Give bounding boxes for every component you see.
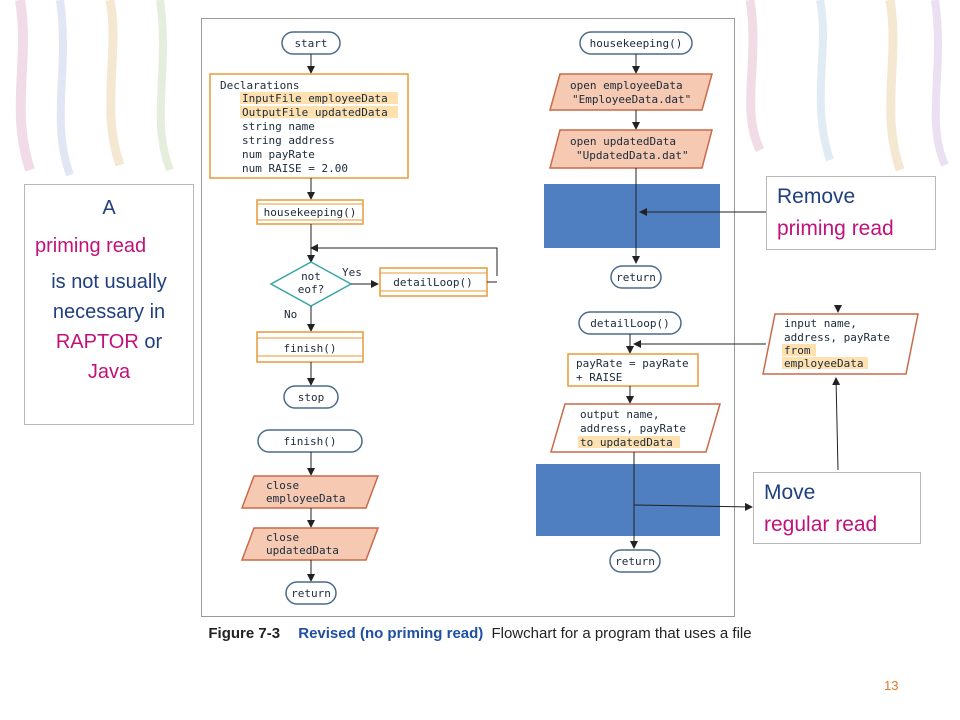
detail-module-terminal: detailLoop() [578,311,682,335]
open-employee-io: open employeeData "EmployeeData.dat" [549,73,713,111]
svg-text:start: start [294,37,327,50]
yes-label: Yes [342,266,362,279]
no-label: No [284,308,297,321]
arrow-icon [832,377,841,471]
finish-module-terminal: finish() [257,429,363,453]
svg-text:finish(): finish() [284,435,337,448]
svg-text:open employeeData: open employeeData [570,79,683,92]
remove-line2: priming read [777,217,894,240]
svg-text:payRate = payRate: payRate = payRate [576,357,689,370]
input-io: input name, address, payRate from employ… [762,313,919,375]
svg-text:updatedData: updatedData [266,544,339,557]
background-decoration [15,0,949,177]
housekeeping-call-box: housekeeping() [256,199,364,225]
priming-read-note: A priming read is not usually necessary … [24,184,194,425]
svg-text:"UpdatedData.dat": "UpdatedData.dat" [576,149,689,162]
note-rest-text: is not usually necessary in [51,271,167,323]
svg-text:return: return [615,555,655,568]
slide-number: 13 [884,678,899,693]
close-employee-io: close employeeData [240,475,380,509]
caption-number: Figure 7-3 [208,625,281,642]
finish-call-box: finish() [256,331,364,363]
svg-text:detailLoop(): detailLoop() [393,276,472,289]
svg-text:return: return [291,587,331,600]
detail-loop-call-box: detailLoop() [379,267,488,297]
arrow-icon [633,502,753,511]
move-regular-read-callout: Move regular read [753,472,921,544]
svg-text:housekeeping(): housekeeping() [264,206,357,219]
svg-text:"EmployeeData.dat": "EmployeeData.dat" [572,93,691,106]
svg-text:employeeData: employeeData [784,357,863,370]
removed-priming-read-cover [544,184,720,248]
caption-text: Flowchart for a program that uses a file [491,625,752,642]
svg-text:not: not [301,270,321,283]
svg-text:eof?: eof? [298,283,325,296]
output-io: output name, address, payRate to updated… [550,403,721,453]
finish-return-terminal: return [285,581,337,605]
svg-text:num payRate: num payRate [242,148,315,161]
stop-terminal: stop [283,385,339,409]
decision-not-eof: not eof? [269,261,353,307]
svg-text:open updatedData: open updatedData [570,135,676,148]
note-java: Java [87,361,131,383]
svg-text:Declarations: Declarations [220,79,299,92]
open-updated-io: open updatedData "UpdatedData.dat" [549,129,713,169]
note-raptor: RAPTOR [55,331,139,353]
svg-text:num RAISE = 2.00: num RAISE = 2.00 [242,162,348,175]
svg-text:detailLoop(): detailLoop() [590,317,669,330]
remove-priming-read-callout: Remove priming read [766,176,936,250]
svg-text:finish(): finish() [284,342,337,355]
housekeeping-module-terminal: housekeeping() [579,31,693,55]
svg-text:+ RAISE: + RAISE [576,371,622,384]
declarations-box: Declarations InputFile employeeData Outp… [209,73,409,179]
svg-text:InputFile employeeData: InputFile employeeData [242,92,388,105]
note-line-priming: priming read [35,235,147,257]
note-or: or [144,331,163,353]
payrate-process-box: payRate = payRate + RAISE [567,353,699,387]
caption-title: Revised (no priming read) [298,625,484,642]
svg-text:address, payRate: address, payRate [580,422,686,435]
svg-text:employeeData: employeeData [266,492,345,505]
moved-read-cover [536,464,720,536]
svg-text:housekeeping(): housekeeping() [590,37,683,50]
svg-text:address, payRate: address, payRate [784,331,890,344]
move-line1: Move [764,481,816,504]
figure-caption: Figure 7-3 Revised (no priming read) Flo… [0,625,960,642]
svg-text:close: close [266,531,299,544]
svg-text:close: close [266,479,299,492]
housekeeping-return-terminal: return [610,265,662,289]
move-line2: regular read [764,513,878,536]
close-updated-io: close updatedData [240,527,380,561]
svg-text:return: return [616,271,656,284]
start-terminal: start [281,31,341,55]
note-line-a: A [102,197,116,219]
svg-text:string name: string name [242,120,315,133]
svg-text:string address: string address [242,134,335,147]
svg-text:output name,: output name, [580,408,659,421]
detail-return-terminal: return [609,549,661,573]
remove-line1: Remove [777,185,856,208]
svg-text:to updatedData: to updatedData [580,436,673,449]
svg-text:input name,: input name, [784,317,857,330]
svg-text:from: from [784,344,811,357]
svg-text:OutputFile updatedData: OutputFile updatedData [242,106,388,119]
svg-text:stop: stop [298,391,325,404]
